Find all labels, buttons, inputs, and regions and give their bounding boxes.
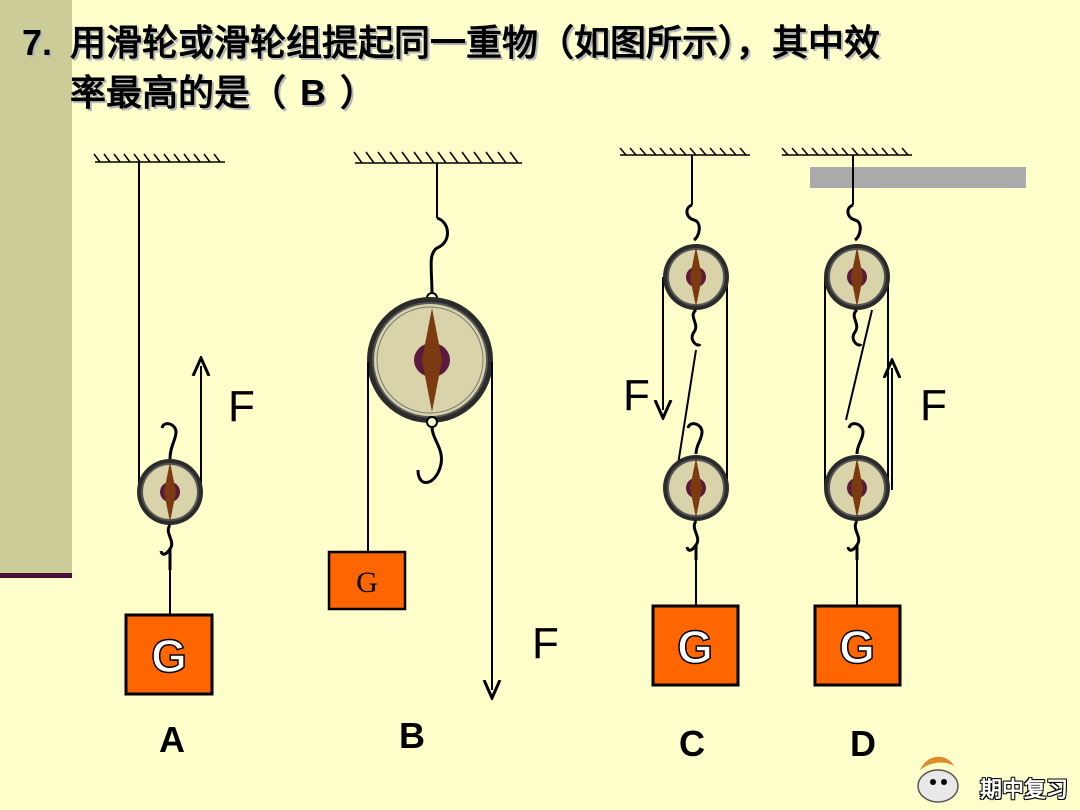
question-line-2-suffix: ）: [340, 72, 377, 113]
weight-label-c: G: [677, 621, 713, 673]
weight-label-d: G: [839, 621, 875, 673]
footer-label: 期中复习: [979, 778, 1068, 803]
hook-b-top: [429, 216, 449, 296]
hook-c-mid: [690, 308, 702, 347]
answer-text: B: [300, 72, 327, 113]
question-line-2-prefix: 率最高的是（: [70, 72, 287, 113]
weight-box-d: [813, 604, 902, 687]
option-label-d: D: [850, 723, 876, 764]
pulley-d-movable: [824, 455, 890, 521]
hook-c-bottom: [685, 520, 700, 560]
option-label-b: B: [399, 715, 425, 756]
weight-label-a: G: [151, 630, 187, 682]
question-line-2: 率最高的是（ B ）: [22, 68, 1062, 118]
ceiling-d: [781, 147, 912, 156]
ceiling-a: [93, 153, 225, 163]
force-label-d: F: [920, 381, 947, 430]
option-c-setup: G F C: [619, 147, 750, 764]
weight-label-b: G: [356, 566, 378, 599]
question-line-1: 用滑轮或滑轮组提起同一重物（如图所示），其中效: [70, 22, 881, 63]
hook-d-top: [846, 203, 862, 242]
weight-box-b: [327, 550, 407, 611]
ceiling-c: [619, 147, 750, 156]
sidebar-rule: [0, 573, 72, 578]
hook-d-bottom: [846, 520, 861, 560]
force-label-b: F: [532, 619, 559, 668]
hook-b-bottom: [416, 426, 443, 484]
mascot-icon: [917, 756, 959, 803]
gray-bar: [810, 167, 1026, 188]
hook-b-lower-ring: [426, 416, 438, 428]
option-b-setup: G F B: [327, 151, 559, 756]
weight-box-c: [651, 604, 740, 687]
question-text: 7. 用滑轮或滑轮组提起同一重物（如图所示），其中效 率最高的是（ B ）: [22, 18, 1062, 118]
option-a-setup: G F A: [93, 153, 255, 760]
pulley-c-movable: [663, 455, 729, 521]
pulley-c-fixed: [663, 244, 729, 310]
hook-c-top: [685, 203, 701, 242]
hook-a-top: [160, 422, 178, 460]
question-number: 7.: [22, 22, 53, 63]
force-label-a: F: [228, 382, 255, 431]
weight-box-a: [124, 613, 214, 696]
hook-c-lower-top: [686, 422, 704, 455]
hook-d-mid: [851, 308, 863, 347]
option-d-setup: G F D: [781, 147, 1026, 764]
sidebar-band: [0, 0, 72, 575]
option-label-a: A: [159, 719, 185, 760]
option-label-c: C: [679, 723, 705, 764]
hook-d-lower-top: [847, 422, 865, 455]
pulley-a: [137, 459, 203, 525]
ceiling-b: [353, 151, 522, 164]
hook-a-bottom: [159, 524, 174, 570]
force-label-c: F: [623, 371, 650, 420]
pulley-b: [367, 297, 493, 423]
rope-d-diagonal: [845, 309, 873, 421]
pulley-d-fixed: [824, 244, 890, 310]
